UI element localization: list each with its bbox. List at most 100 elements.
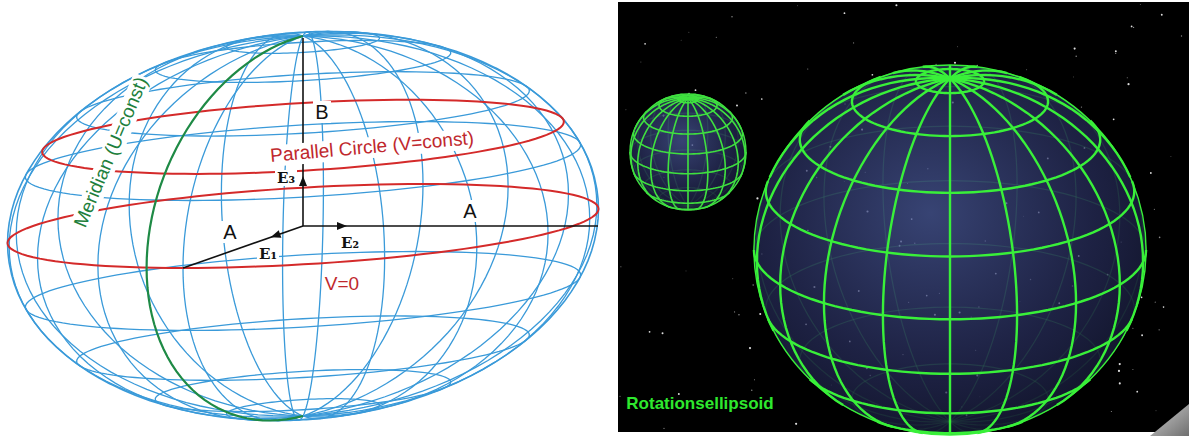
grid-line-front [631,98,688,177]
star [1081,106,1082,107]
grid-line-front [634,174,742,191]
grid-line-front [916,69,984,93]
star [640,61,642,63]
star [625,109,627,111]
parallel-line [155,370,450,412]
axis-line [303,225,598,227]
meridian-line [303,32,323,416]
star [619,396,620,397]
star [620,266,621,267]
star [1136,391,1138,393]
grid-line-front [688,98,741,129]
grid-line-front [950,78,1143,330]
star [797,5,799,7]
grid-line-front [644,111,733,134]
unit-vector-label: E₁ [257,246,279,263]
star [1132,369,1133,370]
meridian-line [283,36,303,420]
meridian-line [303,33,568,416]
meridian-line [9,36,303,417]
axis-line [183,226,303,268]
meridian-line [58,36,303,416]
star [680,39,682,41]
star [795,423,797,425]
star [649,331,651,333]
globe-outline [754,65,1146,435]
grid-line-front [754,250,1146,319]
star [1139,4,1141,6]
star [1115,53,1116,54]
star [1154,209,1155,210]
parallel-line [77,316,530,380]
star [872,74,874,76]
ellipsoid-outline [8,31,599,420]
star [957,46,959,48]
meridian-line [303,31,423,416]
globe-outline [630,94,746,210]
meridian-line [303,32,508,416]
grid-line-front [688,98,745,177]
star [1155,410,1157,412]
unit-vector-label: E₂ [339,235,361,252]
star [853,42,854,43]
globe [754,65,1146,435]
meridian-line [303,36,385,419]
star [644,43,646,45]
star [1132,328,1133,329]
grid-line-front [877,422,1023,433]
grid-line-front [800,121,1100,193]
grid-line-front [659,98,717,117]
star [1141,296,1143,298]
star [1075,56,1077,58]
star [1119,382,1121,384]
star [1026,69,1028,71]
unit-vector-arrowhead [299,176,307,186]
star [736,104,738,106]
star [895,4,897,6]
grid-line-front [678,95,698,103]
globe-body [754,65,1146,435]
star [1161,14,1163,16]
star [1073,76,1075,78]
star [732,278,734,280]
star [954,62,956,64]
grid-line-front [757,78,950,330]
star [759,313,761,315]
star [695,89,697,91]
globe-wireframes [630,65,1146,435]
star [1118,370,1120,372]
star [716,37,717,38]
star [1150,172,1152,174]
star [731,16,732,17]
meridian-line [183,36,303,421]
star [1131,26,1133,28]
axis-label: A [221,221,238,243]
star [1133,27,1134,28]
star [751,389,752,390]
equator-label: V=0 [323,274,361,295]
star [745,92,747,94]
star [1127,77,1128,78]
star [685,270,687,272]
star [1113,118,1115,120]
unit-vector-label: E₃ [275,170,297,187]
unit-vector-arrowhead [271,230,282,238]
star [1141,334,1143,336]
grid-line-front [852,77,1048,136]
star [738,314,740,316]
meridian-line [221,33,303,416]
globe [630,94,746,210]
star [1170,155,1172,157]
meridian-line [16,36,303,416]
star [807,68,808,69]
grid-line-front [768,319,1132,374]
grid-line-front [810,379,1090,413]
parallel-line [25,252,580,331]
star [734,311,735,312]
globe-body [630,94,746,210]
unit-vector-arrowhead [337,222,347,230]
star [749,347,751,349]
star [1159,237,1161,239]
